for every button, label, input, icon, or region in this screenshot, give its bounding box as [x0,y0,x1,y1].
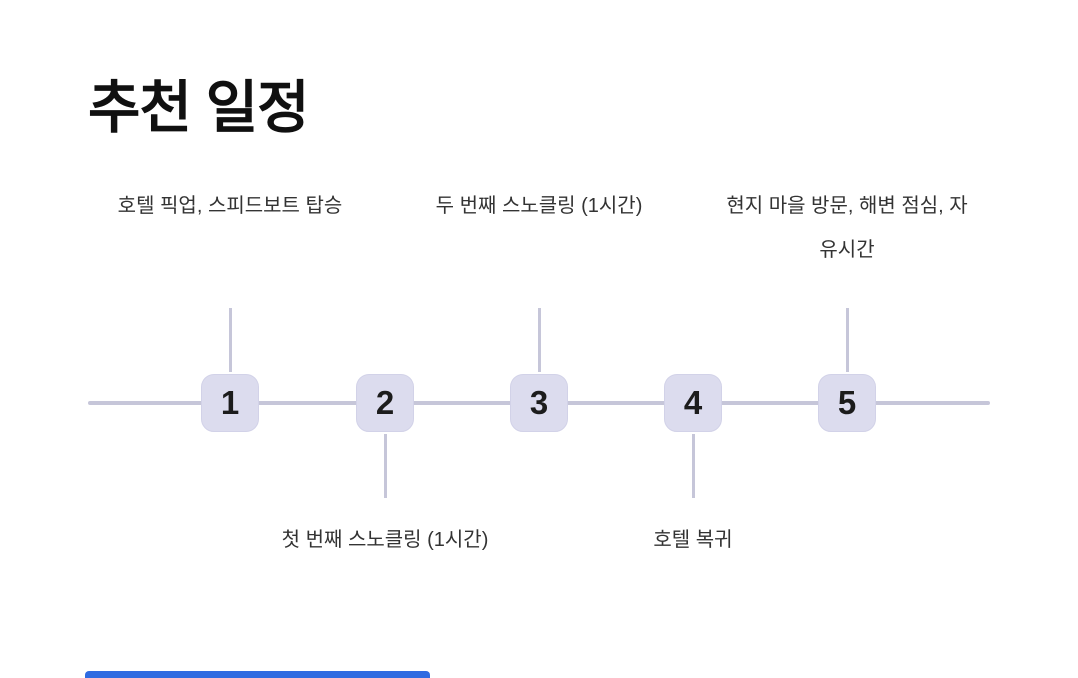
step-3-connector-line [537,308,541,372]
step-4-label: 호텔 복귀 [653,529,733,551]
step-2-label: 첫 번째 스노클링 (1시간) [281,529,489,551]
step-5-number: 5 [837,384,857,421]
step-2-number-badge: 2 [356,374,414,432]
step-1-connector-line [228,308,232,372]
step-3-number-badge: 3 [510,374,568,432]
step-5-label: 현지 마을 방문, 해변 점심, 자유시간 [726,195,968,261]
step-2-number: 2 [375,384,395,421]
step-2-connector-line [383,434,387,498]
step-3-number: 3 [529,384,549,421]
step-4-number-badge: 4 [664,374,722,432]
step-3-label: 두 번째 스노클링 (1시간) [435,195,643,217]
step-1-label: 호텔 픽업, 스피드보트 탑승 [117,195,343,217]
step-1-number: 1 [220,384,240,421]
step-5-number-badge: 5 [818,374,876,432]
step-1-number-badge: 1 [201,374,259,432]
step-5-connector-line [845,308,849,372]
page-title: 추천 일정 [88,76,310,140]
step-4-number: 4 [683,384,703,421]
step-4-connector-line [691,434,695,498]
bottom-accent-bar [85,671,430,678]
